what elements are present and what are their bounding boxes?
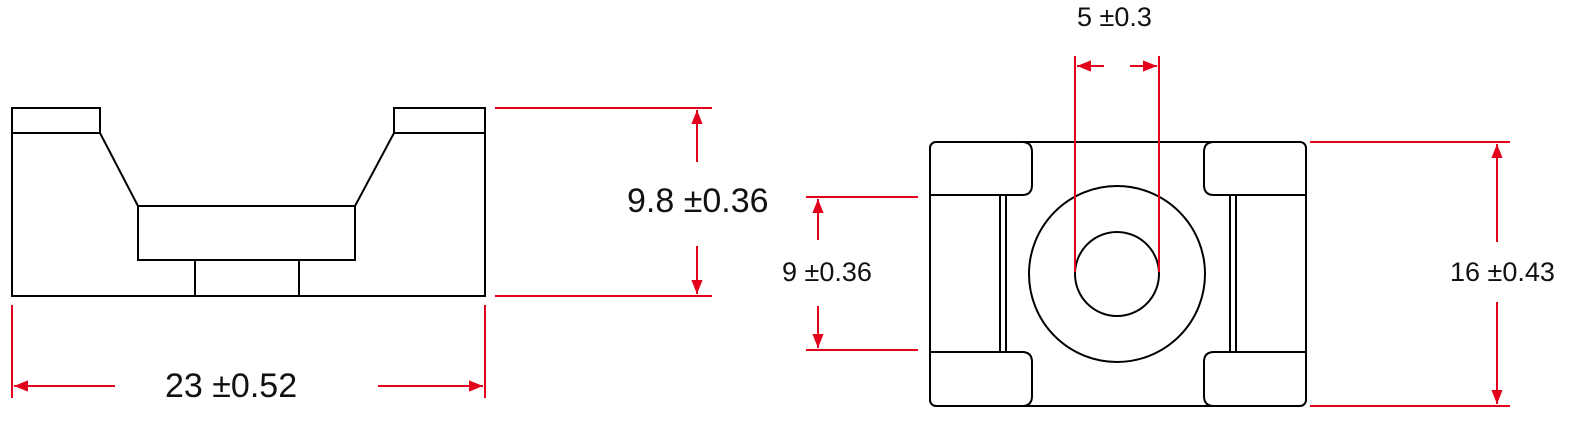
side-view-outline: [11, 107, 486, 297]
top-view: [929, 141, 1307, 407]
pad-top-right: [1203, 141, 1306, 196]
side-view-width-label: 23 ±0.52: [165, 367, 298, 405]
pad-bottom-right: [1203, 351, 1306, 407]
boss-circle: [1028, 185, 1206, 363]
top-view-inner-height-label: 9 ±0.36: [782, 257, 872, 287]
top-view-dimensions: [806, 56, 1510, 407]
side-view: [11, 107, 486, 297]
side-view-dimensions: [11, 107, 712, 398]
hole-circle: [1074, 231, 1160, 317]
top-view-outline: [929, 141, 1307, 407]
pad-top-left: [930, 141, 1033, 196]
pad-bottom-left: [930, 351, 1033, 407]
side-view-height-label: 9.8 ±0.36: [627, 182, 769, 220]
hole-diameter-label: 5 ±0.3: [1077, 2, 1152, 32]
top-view-overall-height-label: 16 ±0.43: [1450, 257, 1555, 287]
